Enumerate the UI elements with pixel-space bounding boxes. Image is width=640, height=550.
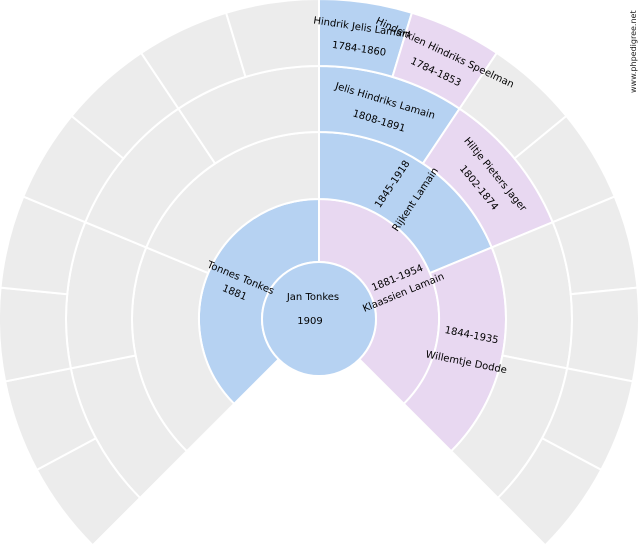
empty-ancestor-segment: [0, 286, 73, 383]
root-years-label: 1909: [297, 316, 322, 327]
root-name-label: Jan Tonkes: [286, 292, 339, 303]
empty-ancestor-segment: [565, 286, 640, 383]
root-person-circle[interactable]: [261, 261, 377, 377]
watermark: www.phpedigree.net: [629, 10, 638, 93]
empty-ancestor-segment: [496, 436, 603, 547]
